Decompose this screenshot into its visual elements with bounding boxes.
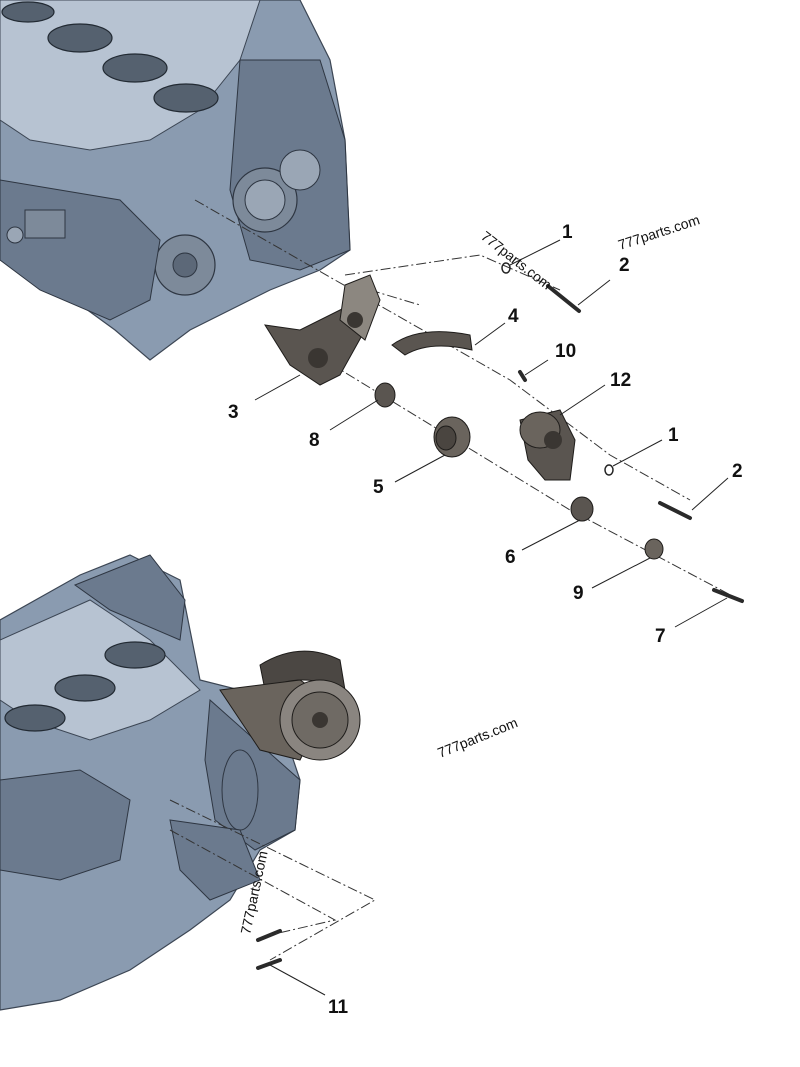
watermark-2: 777parts.com bbox=[616, 211, 702, 252]
callout-5: 5 bbox=[373, 477, 384, 498]
callout-6: 6 bbox=[505, 547, 516, 568]
callout-4: 4 bbox=[508, 306, 519, 327]
callout-7: 7 bbox=[655, 626, 666, 647]
bracket-part-3 bbox=[264, 274, 381, 386]
spacer-part-6 bbox=[570, 496, 594, 522]
callout-2-upper: 2 bbox=[619, 255, 630, 276]
oring-parts-1 bbox=[501, 262, 614, 476]
callout-12: 12 bbox=[610, 370, 631, 391]
callout-9: 9 bbox=[573, 583, 584, 604]
callout-1-upper: 1 bbox=[562, 222, 573, 243]
callout-11: 11 bbox=[328, 997, 349, 1018]
callout-numbers: 1 2 4 10 12 3 8 1 2 5 6 9 7 11 bbox=[228, 222, 743, 1018]
callout-1-lower: 1 bbox=[668, 425, 679, 446]
watermark-3: 777parts.com bbox=[435, 714, 520, 761]
callout-2-lower: 2 bbox=[732, 461, 743, 482]
callout-leaders bbox=[254, 239, 729, 996]
pulley-part-5 bbox=[433, 416, 471, 458]
bottom-dash-lines bbox=[169, 799, 377, 961]
strap-part-4 bbox=[391, 331, 473, 356]
watermarks: 777parts.com 777parts.com 777parts.com 7… bbox=[237, 211, 701, 935]
callout-10: 10 bbox=[555, 341, 576, 362]
engine-block-bottom bbox=[0, 554, 301, 1011]
callout-8: 8 bbox=[309, 430, 320, 451]
alternator-installed bbox=[219, 650, 361, 761]
callout-3: 3 bbox=[228, 402, 239, 423]
watermark-1: 777parts.com bbox=[478, 228, 555, 293]
engine-block-top bbox=[0, 0, 351, 361]
washer-part-9 bbox=[644, 538, 664, 560]
idler-part-8 bbox=[374, 382, 396, 408]
bolt-parts bbox=[256, 284, 744, 970]
alternator-part-12 bbox=[519, 409, 576, 481]
